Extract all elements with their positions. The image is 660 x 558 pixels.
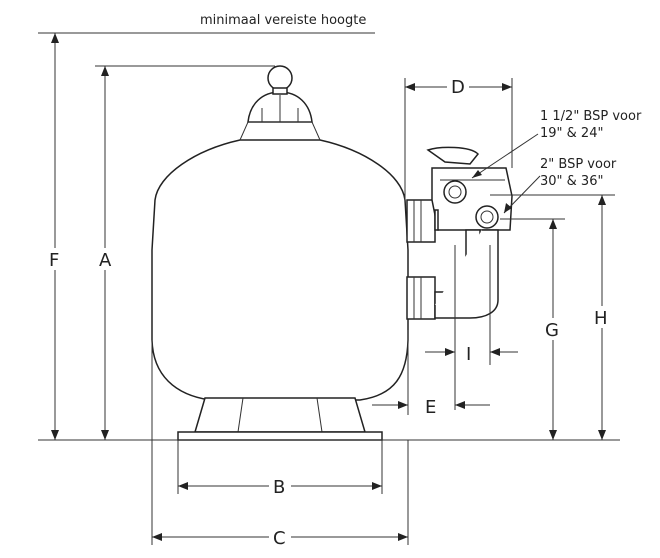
dimension-G: G — [500, 218, 565, 440]
filter-stand — [177, 397, 383, 441]
dimension-I: I — [425, 245, 518, 410]
port-note-2b: 30" & 36" — [540, 174, 603, 189]
side-connections — [406, 199, 436, 320]
dimension-F-label: F — [49, 250, 59, 271]
dimension-D: D — [404, 76, 513, 200]
dimension-H: H — [490, 194, 615, 440]
dimension-A-label: A — [99, 250, 112, 271]
filter-tank — [151, 65, 409, 401]
dimension-A: A — [95, 65, 275, 440]
dimension-C-label: C — [273, 528, 286, 549]
valve-port-lower — [475, 205, 499, 229]
tank-shell — [151, 139, 409, 401]
port-note-2a: 2" BSP voor — [540, 157, 617, 172]
valve-handle — [426, 146, 480, 165]
valve-port-upper — [443, 180, 467, 204]
dimension-E: E — [372, 330, 490, 418]
dimension-H-label: H — [594, 308, 608, 329]
min-height-reference: minimaal vereiste hoogte — [38, 13, 375, 34]
port-note-1a: 1 1/2" BSP voor — [540, 109, 642, 124]
dimension-B: B — [177, 440, 383, 498]
min-height-label: minimaal vereiste hoogte — [200, 13, 366, 28]
dimension-C: C — [151, 340, 409, 549]
dimension-I-label: I — [466, 344, 471, 365]
dimension-D-label: D — [451, 77, 465, 98]
dimension-F: F — [44, 33, 66, 440]
dimension-G-label: G — [545, 320, 559, 341]
port-notes: 1 1/2" BSP voor 19" & 24" 2" BSP voor 30… — [540, 109, 642, 189]
base-plate — [177, 431, 383, 441]
dimension-B-label: B — [273, 477, 285, 498]
multiport-valve — [426, 146, 513, 319]
port-note-1b: 19" & 24" — [540, 126, 603, 141]
air-release-knob — [267, 65, 293, 91]
dimension-E-label: E — [425, 397, 436, 418]
